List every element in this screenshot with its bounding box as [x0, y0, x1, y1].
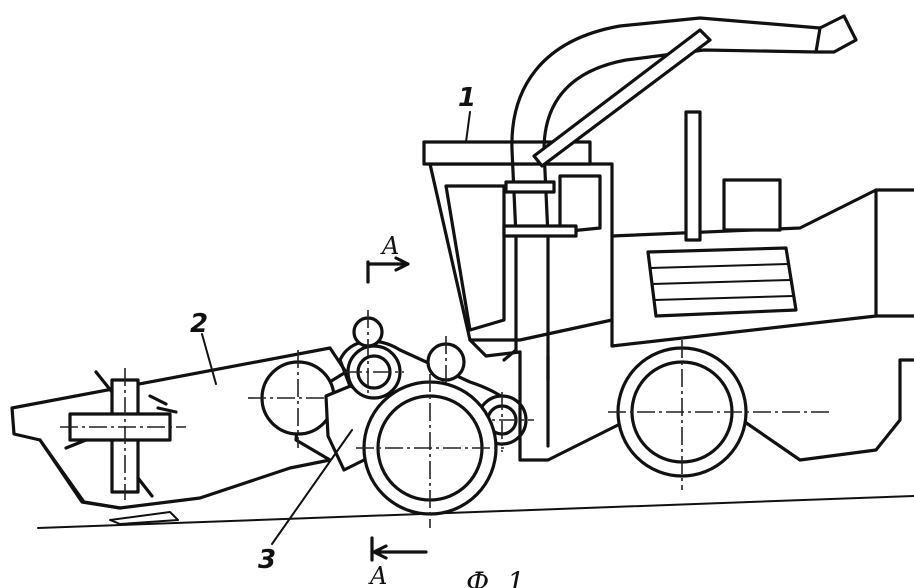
label-header: 2: [190, 309, 208, 339]
section-mark-top: A: [366, 232, 410, 284]
section-mark-top-arrow: [366, 256, 410, 272]
pulley-centerlines: [344, 310, 534, 452]
header-skid: [109, 511, 179, 525]
header-auger-blades: [64, 370, 178, 498]
front-wheel-centerline: [356, 374, 504, 528]
section-label-bottom: A: [368, 562, 387, 588]
engine-grille: [646, 246, 798, 318]
spout-clamp-upper: [504, 180, 556, 194]
spout-base: [502, 348, 550, 382]
cab-window: [444, 184, 506, 332]
body-lower: [518, 350, 914, 462]
label-feeder: 3: [258, 545, 276, 575]
spout-clamp-lower: [502, 224, 578, 238]
leader-cab: [465, 111, 471, 143]
spout-rod: [532, 28, 712, 168]
leader-feeder: [271, 429, 353, 545]
front-wheel: [356, 374, 504, 528]
engine-hood: [610, 188, 914, 238]
header-bottom-line: [38, 438, 122, 510]
feeder-unit: [324, 310, 534, 472]
ground-line: [37, 495, 914, 529]
header-unit: [10, 346, 350, 525]
section-mark-bottom-arrow: [370, 544, 428, 560]
spout-pipe: [510, 16, 822, 352]
cab-pillar: [468, 338, 522, 358]
discharge-spout: [502, 14, 858, 382]
exhaust-stack: [684, 110, 702, 242]
engine-grille-slats: [649, 263, 794, 301]
section-label-top: A: [380, 232, 399, 260]
leader-header: [201, 333, 217, 385]
spout-deflector: [814, 14, 858, 54]
label-cab: 1: [458, 83, 476, 113]
air-filter: [722, 178, 782, 232]
figure-caption: Ф. 1: [466, 566, 525, 588]
cab-window-right: [558, 174, 602, 234]
rear-wheel-centerline: [608, 340, 830, 490]
rear-wheel: [608, 340, 830, 490]
section-mark-bottom: A: [368, 536, 428, 588]
body-side: [610, 314, 914, 348]
